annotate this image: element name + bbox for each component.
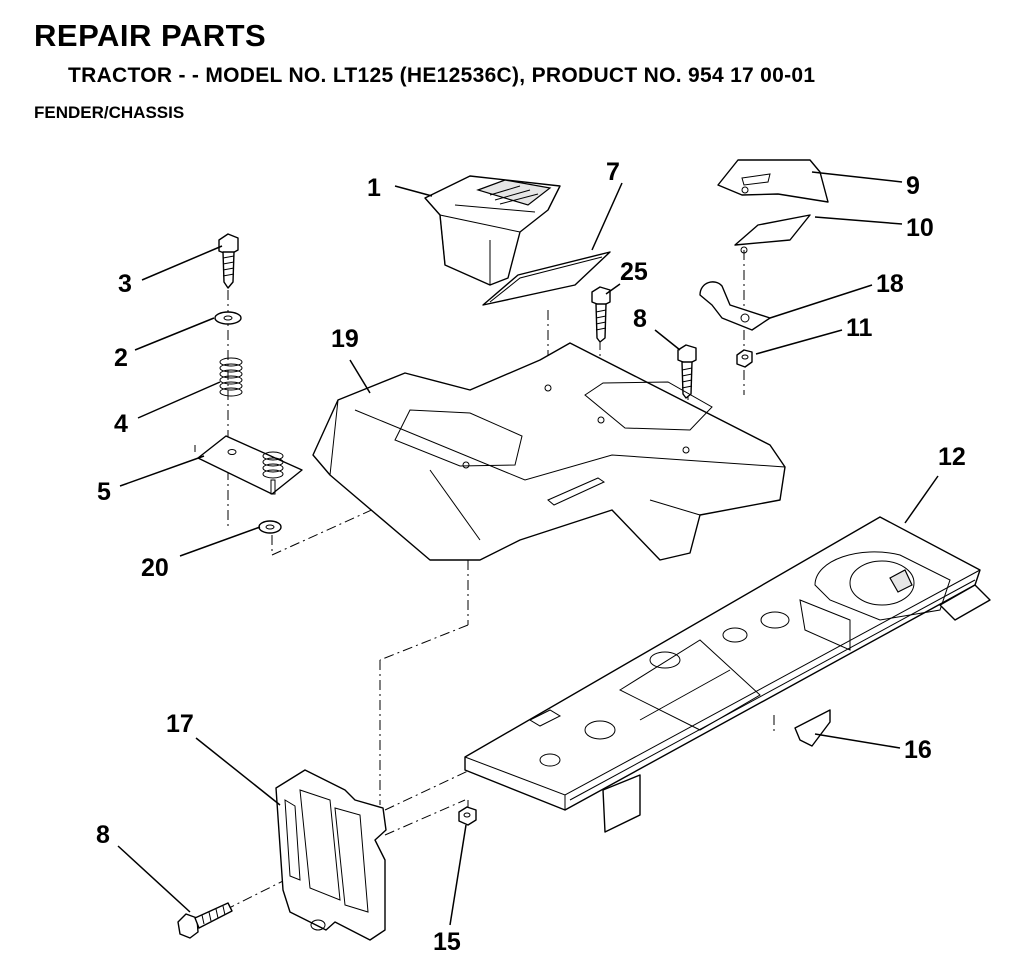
callout-10: 10	[906, 214, 934, 242]
callout-8-lower: 8	[96, 821, 110, 849]
callout-9: 9	[906, 172, 920, 200]
leader-lines	[117, 171, 939, 926]
callout-18: 18	[876, 270, 904, 298]
callout-12: 12	[938, 443, 966, 471]
callout-8-upper: 8	[633, 305, 647, 333]
part-8-lower-bolt	[177, 902, 233, 939]
callout-25: 25	[620, 258, 648, 286]
part-5-seat-plate	[197, 435, 303, 495]
callout-2: 2	[114, 344, 128, 372]
part-2-washer	[214, 311, 242, 325]
part-16-clip	[794, 709, 831, 747]
part-25-bolt	[591, 286, 611, 343]
part-15-nut	[458, 806, 477, 826]
model-subtitle: TRACTOR - - MODEL NO. LT125 (HE12536C), …	[68, 64, 816, 87]
callout-3: 3	[118, 270, 132, 298]
callout-16: 16	[904, 736, 932, 764]
callout-labels: 1 7 9 10 25 18 3 8 11 2 19 4 5 12 20 17 …	[96, 158, 966, 956]
callout-19: 19	[331, 325, 359, 353]
part-19-fender	[312, 342, 786, 561]
part-12-chassis	[464, 516, 991, 833]
part-11-nut	[736, 349, 753, 368]
part-8-upper-bolt	[677, 344, 697, 399]
part-10-bracket	[734, 214, 811, 254]
part-3-bolt	[218, 233, 239, 289]
callout-15: 15	[433, 928, 461, 956]
callout-5: 5	[97, 478, 111, 506]
section-title: FENDER/CHASSIS	[34, 103, 185, 122]
part-4-spring	[219, 357, 243, 397]
callout-20: 20	[141, 554, 169, 582]
callout-11: 11	[846, 314, 873, 342]
page-title: REPAIR PARTS	[34, 18, 267, 53]
part-20-washer	[258, 520, 282, 534]
callout-1: 1	[367, 174, 381, 202]
part-7-decal	[482, 251, 611, 306]
callout-17: 17	[166, 710, 194, 738]
part-1-storage-box	[424, 175, 561, 286]
callout-4: 4	[114, 410, 128, 438]
part-17-plate	[275, 769, 387, 941]
callout-7: 7	[606, 158, 620, 186]
part-9-cover	[717, 159, 829, 203]
part-18-clamp	[699, 281, 771, 331]
